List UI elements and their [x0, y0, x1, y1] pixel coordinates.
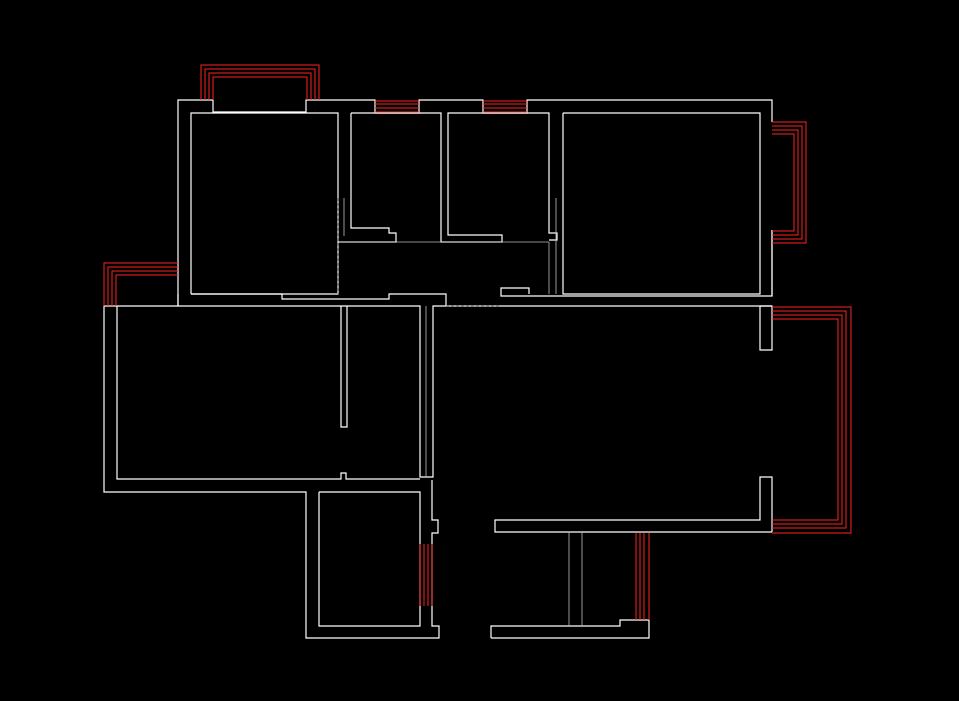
- bedroom-top-left: [190, 112, 339, 295]
- partition-wall: [340, 306, 348, 428]
- top-exterior-wall: [177, 99, 773, 306]
- bath-room-1: [351, 112, 558, 243]
- right-wall-stub: [759, 305, 773, 351]
- lower-right-wall: [494, 476, 773, 533]
- balcony-bottom-wall: [490, 619, 650, 639]
- window-top-1: [375, 100, 419, 113]
- windows: [103, 64, 852, 620]
- corridor-bottom-wall: [177, 294, 772, 478]
- bay-window-top-left: [200, 64, 320, 100]
- bay-window-left: [103, 262, 178, 306]
- rooms: [116, 112, 772, 627]
- bay-window-right-upper: [772, 121, 807, 244]
- small-room-bottom: [318, 491, 421, 627]
- bath-room-1-inner: [338, 113, 397, 243]
- balcony-window-right: [772, 306, 852, 534]
- window-balcony-bottom: [635, 533, 650, 620]
- bedroom-top-right: [562, 112, 761, 295]
- window-top-2: [483, 100, 527, 113]
- living-room-west: [116, 306, 420, 480]
- details: [337, 198, 583, 626]
- right-upper-exterior-wall: [500, 230, 773, 297]
- exterior-walls: [103, 99, 773, 639]
- west-upper-wall: [103, 305, 440, 639]
- corridor-line-a: [191, 293, 447, 306]
- window-small-room: [419, 544, 433, 606]
